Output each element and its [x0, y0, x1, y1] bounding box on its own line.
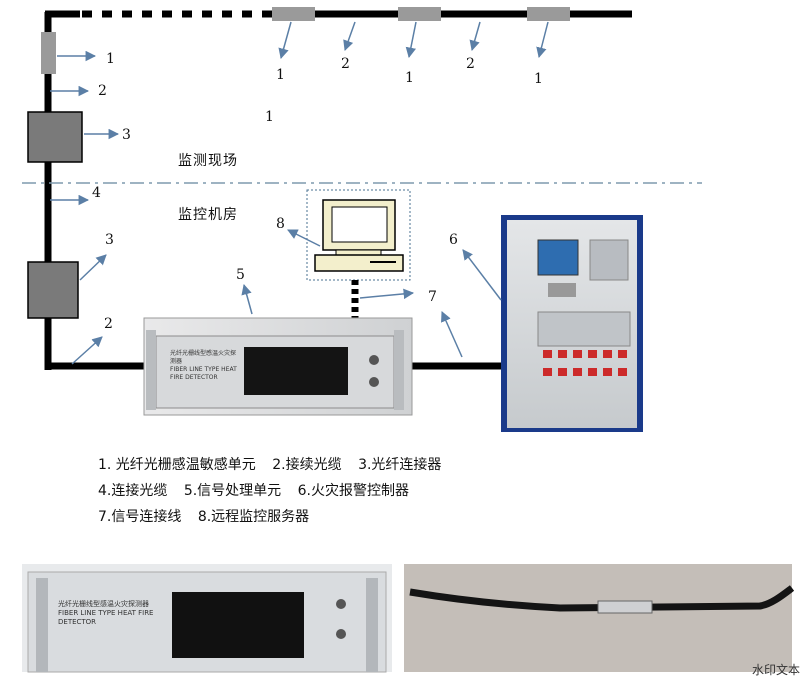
legend-item: 2.接续光缆 — [272, 457, 342, 473]
device-title: 光纤光栅线型感温火灾探测器 — [170, 350, 237, 365]
legend-item: 7.信号连接线 — [98, 509, 182, 525]
marker-label: 1 — [405, 70, 414, 86]
sensor-unit — [527, 7, 570, 21]
marker-label: 1 — [534, 71, 543, 87]
fiber-connector — [27, 261, 79, 319]
legend-item: 3.光纤连接器 — [358, 457, 442, 473]
fire-alarm-controller — [501, 215, 643, 432]
cable-photo — [404, 564, 795, 672]
remote-server — [306, 189, 411, 281]
watermark: 水印文本 — [751, 663, 800, 677]
marker-label: 6 — [449, 232, 458, 248]
processor-photo — [22, 564, 392, 673]
marker-label: 5 — [236, 267, 245, 283]
sensor-unit — [272, 7, 315, 21]
photo-device-title: 光纤光栅线型感温火灾探测器 — [58, 600, 149, 608]
marker-label: 4 — [92, 185, 101, 201]
legend-item: 4.连接光缆 — [98, 483, 168, 499]
legend-row: 1. 光纤光栅感温敏感单元 2.接续光缆 3.光纤连接器 — [98, 452, 453, 478]
marker-label: 1 — [265, 109, 274, 125]
legend-item: 1. 光纤光栅感温敏感单元 — [98, 457, 256, 473]
device-subtitle: FIBER LINE TYPE HEAT FIRE DETECTOR — [170, 366, 237, 381]
photo-nameplate: 光纤光栅线型感温火灾探测器 FIBER LINE TYPE HEAT FIRE … — [58, 600, 158, 627]
zone-label-field: 监测现场 — [178, 153, 238, 169]
marker-label: 2 — [341, 56, 350, 72]
marker-label: 8 — [276, 216, 285, 232]
marker-label: 1 — [106, 51, 115, 67]
fiber-connector — [27, 111, 83, 163]
callout-arrows — [50, 21, 549, 365]
marker-label: 7 — [428, 289, 437, 305]
marker-label: 2 — [104, 316, 113, 332]
legend-item: 8.远程监控服务器 — [197, 509, 310, 525]
legend-row: 7.信号连接线 8.远程监控服务器 — [98, 504, 321, 530]
photo-device-subtitle: FIBER LINE TYPE HEAT FIRE DETECTOR — [58, 609, 154, 626]
legend-row: 4.连接光缆 5.信号处理单元 6.火灾报警控制器 — [98, 478, 421, 504]
marker-label: 2 — [98, 83, 107, 99]
device-nameplate: 光纤光栅线型感温火灾探测器 FIBER LINE TYPE HEAT FIRE … — [170, 350, 240, 382]
marker-label: 3 — [122, 127, 131, 143]
sensor-unit — [398, 7, 441, 21]
signal-processing-unit — [143, 317, 413, 416]
marker-label: 1 — [276, 67, 285, 83]
legend-item: 5.信号处理单元 — [183, 483, 282, 499]
sensor-unit — [41, 32, 56, 74]
zone-label-room: 监控机房 — [178, 207, 238, 223]
marker-label: 3 — [105, 232, 114, 248]
legend-item: 6.火灾报警控制器 — [297, 483, 409, 499]
marker-label: 2 — [466, 56, 475, 72]
